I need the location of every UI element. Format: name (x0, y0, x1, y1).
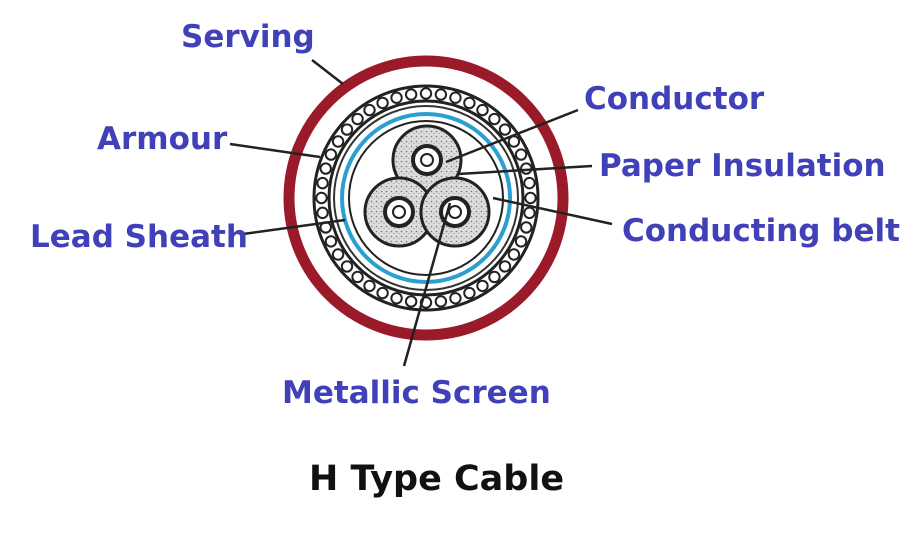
armour-outer-line (312, 84, 540, 312)
metallic-screen-layer (340, 112, 512, 284)
armour-inner-line (327, 99, 525, 297)
armour-wire (514, 148, 528, 161)
armour-wire (340, 123, 354, 136)
armour-wire (507, 248, 521, 261)
leader-metallic-screen (402, 202, 452, 367)
armour-wire (449, 292, 462, 305)
armour-wire (331, 248, 345, 261)
armour-wire (463, 286, 476, 300)
armour-wire (514, 235, 528, 248)
armour-wire (434, 88, 448, 101)
armour-wire (498, 260, 512, 273)
armour-wire (363, 279, 376, 293)
leader-lead-sheath (242, 218, 346, 236)
armour-wire (419, 87, 433, 100)
armour-wire (523, 176, 536, 190)
armour-wire (463, 96, 476, 110)
armour-wire (324, 235, 338, 248)
leader-conductor (445, 108, 579, 164)
armour-wire (488, 112, 501, 126)
label-metallic-screen: Metallic Screen (282, 375, 551, 411)
label-lead-sheath: Lead Sheath (30, 219, 248, 255)
armour-wire (476, 103, 489, 117)
armour-wire (363, 103, 376, 117)
label-serving: Serving (181, 19, 315, 55)
armour-wire (319, 162, 332, 175)
core-top (391, 124, 463, 196)
armour-wire (520, 221, 533, 234)
armour-wire (449, 91, 462, 104)
armour-wire (390, 91, 403, 104)
conducting-belt-layer (348, 120, 504, 276)
armour-wire (316, 176, 329, 190)
armour-wire (498, 123, 512, 136)
armour-wire (488, 270, 501, 284)
armour-wire (331, 135, 345, 148)
armour-wire (376, 286, 389, 300)
armour-wire (340, 260, 354, 273)
label-armour: Armour (97, 121, 228, 157)
armour-wire (351, 270, 364, 284)
armour-wire (523, 206, 536, 220)
armour-wire (390, 292, 403, 305)
leader-serving (311, 59, 344, 85)
leader-armour (229, 142, 321, 159)
armour-wire (476, 279, 489, 293)
leader-conducting-belt (492, 196, 613, 226)
armour-wire (315, 191, 328, 205)
leader-paper-insulation (457, 164, 593, 176)
label-conducting-belt: Conducting belt (622, 213, 900, 249)
armour-wire (524, 191, 537, 205)
label-conductor: Conductor (584, 81, 765, 117)
armour-wire (404, 295, 418, 308)
core-right (419, 176, 491, 248)
label-paper-insulation: Paper Insulation (599, 148, 886, 184)
armour-wires (315, 87, 537, 309)
armour-wire (324, 148, 338, 161)
armour-wire (316, 206, 329, 220)
diagram-title: H Type Cable (309, 459, 565, 499)
armour-wire (376, 96, 389, 110)
armour-wire (404, 88, 418, 101)
armour-wire (434, 295, 448, 308)
core-left (363, 176, 435, 248)
armour-wire (351, 112, 364, 126)
